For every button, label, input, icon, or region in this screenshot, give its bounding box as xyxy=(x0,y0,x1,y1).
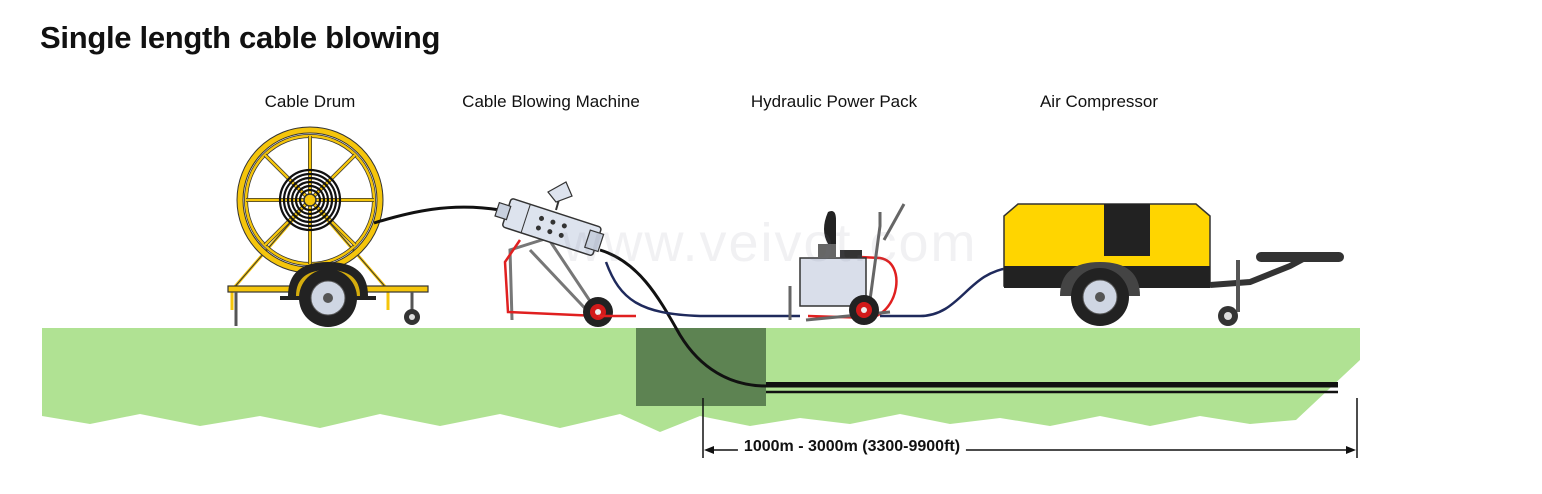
air-compressor xyxy=(1003,203,1344,326)
page-title: Single length cable blowing xyxy=(40,20,441,55)
cable-drum xyxy=(227,126,429,327)
watermark: www.veivot.com xyxy=(562,213,978,273)
air-hose xyxy=(880,266,1011,318)
blown-cable xyxy=(599,248,1338,388)
air-compressor-label: Air Compressor xyxy=(1039,92,1159,111)
launch-pit xyxy=(636,328,766,406)
cable-drum-label: Cable Drum xyxy=(264,92,356,111)
cable xyxy=(373,205,501,225)
hydraulic-power-pack-label: Hydraulic Power Pack xyxy=(750,92,918,111)
cable-blowing-machine-label: Cable Blowing Machine xyxy=(462,92,640,111)
hydraulic-power-pack xyxy=(788,203,906,325)
distance-label: 1000m - 3000m (3300-9900ft) xyxy=(737,438,967,456)
